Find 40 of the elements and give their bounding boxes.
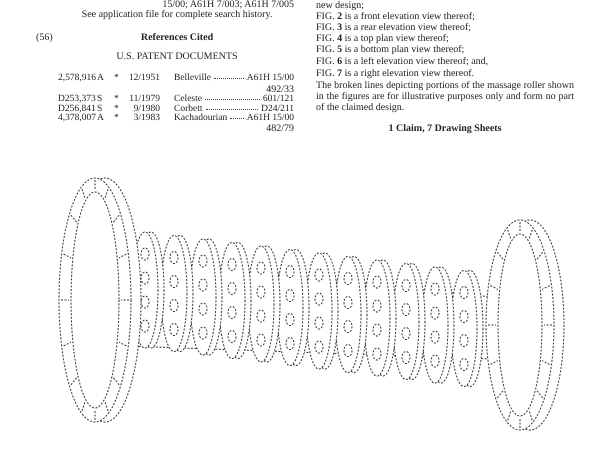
classification-code: A61H 15/00 <box>246 73 294 83</box>
issue-date: 9/1980 <box>132 104 160 114</box>
figure-description: FIG. 2 is a front elevation view thereof; <box>316 11 475 22</box>
patent-number: D253,373 <box>58 94 97 104</box>
inventor-name: Celeste <box>174 94 263 104</box>
classification-code: 492/33 <box>266 84 294 95</box>
subsection-heading: U.S. PATENT DOCUMENTS <box>116 51 238 62</box>
issue-date: 12/1951 <box>128 73 160 83</box>
section-heading: References Cited <box>140 32 214 43</box>
asterisk: * <box>114 113 120 123</box>
classification-line: 15/00; A61H 7/003; A61H 7/005 <box>162 0 294 10</box>
asterisk: * <box>114 94 120 104</box>
asterisk: * <box>114 73 120 83</box>
inventor-name: Kachadourian <box>174 113 247 123</box>
kind-code: A <box>97 113 105 123</box>
disclaimer-paragraph: The broken lines depicting portions of the massage roller shown in the figures are for illustrative purposes only and form no part of the claimed design. <box>316 80 574 113</box>
patent-number: D256,841 <box>58 104 97 114</box>
figure-description: FIG. 6 is a left elevation view thereof; and, <box>316 56 488 67</box>
issue-date: 3/1983 <box>132 113 160 123</box>
inventor-name: Belleville <box>174 73 247 83</box>
classification-code: 601/121 <box>262 94 294 104</box>
figure-description: FIG. 5 is a bottom plan view thereof; <box>316 44 464 55</box>
field-number: (56) <box>36 32 53 43</box>
classification-code: D24/211 <box>261 104 294 114</box>
figure-description: FIG. 7 is a right elevation view thereof. <box>316 68 474 79</box>
search-history-note: See application file for complete search history. <box>82 9 272 20</box>
classification-code: 482/79 <box>266 123 294 134</box>
patent-number: 4,378,007 <box>58 113 97 123</box>
asterisk: * <box>114 104 120 114</box>
patent-number: 2,578,916 <box>58 73 97 83</box>
classification-code: A61H 15/00 <box>246 113 294 123</box>
inventor-name: Corbett <box>174 104 262 114</box>
kind-code: S <box>97 94 104 104</box>
figure-description: FIG. 3 is a rear elevation view thereof; <box>316 22 471 33</box>
kind-code: A <box>97 73 105 83</box>
description-line: new design; <box>316 0 364 11</box>
figure-description: FIG. 4 is a top plan view thereof; <box>316 33 449 44</box>
issue-date: 11/1979 <box>128 94 160 104</box>
kind-code: S <box>97 104 102 114</box>
claims-summary: 1 Claim, 7 Drawing Sheets <box>388 123 502 134</box>
